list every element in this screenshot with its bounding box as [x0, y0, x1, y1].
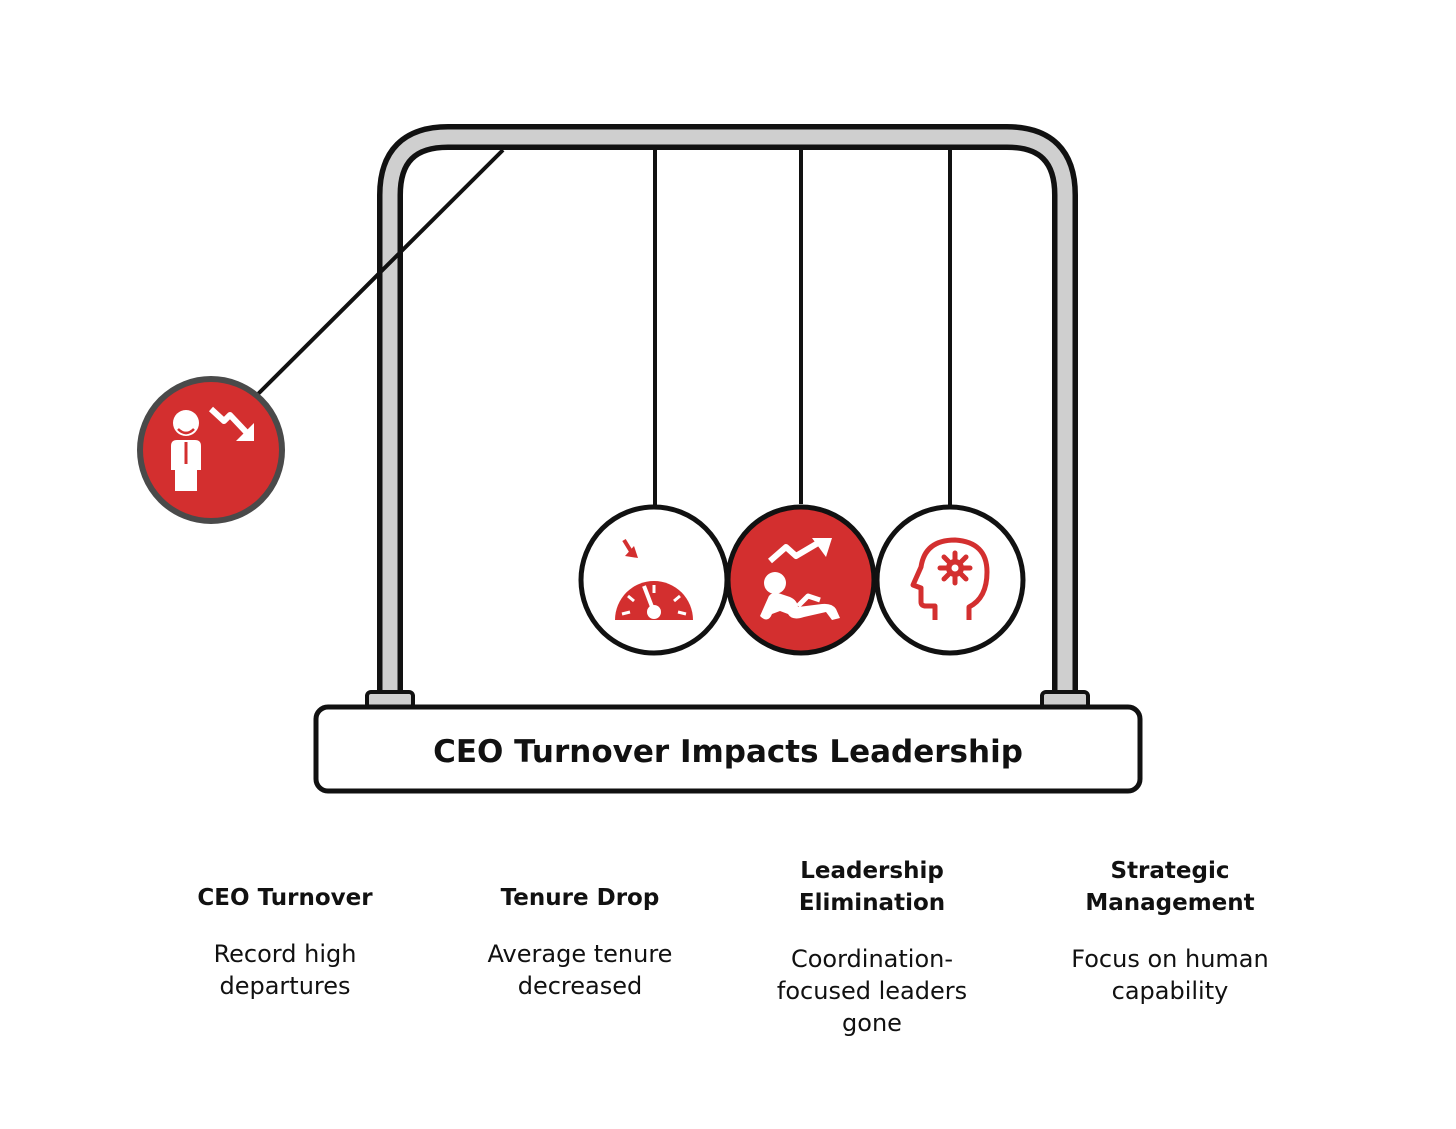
- head-gear-icon: [910, 537, 990, 620]
- label-description: Average tenure decreased: [487, 940, 673, 1000]
- label-heading: Leadership Elimination: [798, 858, 946, 916]
- label-description: Coordination- focused leaders gone: [776, 945, 968, 1037]
- pendulum-ball-tenure-drop: [578, 504, 730, 656]
- label-description: Focus on human capability: [1071, 945, 1269, 1005]
- pendulum-ball-ceo-turnover: [137, 376, 285, 524]
- cradle-frame: [365, 124, 1090, 710]
- label-heading: Tenure Drop: [500, 885, 660, 911]
- pendulum-ball-strategic-management: [874, 504, 1026, 656]
- pendulum-strings: [256, 148, 952, 506]
- falling-person-icon: [760, 538, 840, 620]
- pendulum-ball-leadership-elimination: [725, 504, 877, 656]
- label-ceo-turnover: CEO Turnover Record high departures: [135, 882, 435, 1002]
- label-tenure-drop: Tenure Drop Average tenure decreased: [430, 882, 730, 1002]
- label-description: Record high departures: [213, 940, 357, 1000]
- label-leadership-elimination: Leadership Elimination Coordination- foc…: [722, 855, 1022, 1039]
- diagram-title: CEO Turnover Impacts Leadership: [433, 734, 1023, 770]
- cradle-base: CEO Turnover Impacts Leadership: [313, 704, 1143, 794]
- label-heading: Strategic Management: [1085, 858, 1255, 916]
- ceo-decline-icon: [171, 406, 254, 491]
- speedometer-drop-icon: [615, 538, 693, 620]
- label-heading: CEO Turnover: [197, 885, 373, 911]
- label-strategic-management: Strategic Management Focus on human capa…: [1020, 855, 1320, 1007]
